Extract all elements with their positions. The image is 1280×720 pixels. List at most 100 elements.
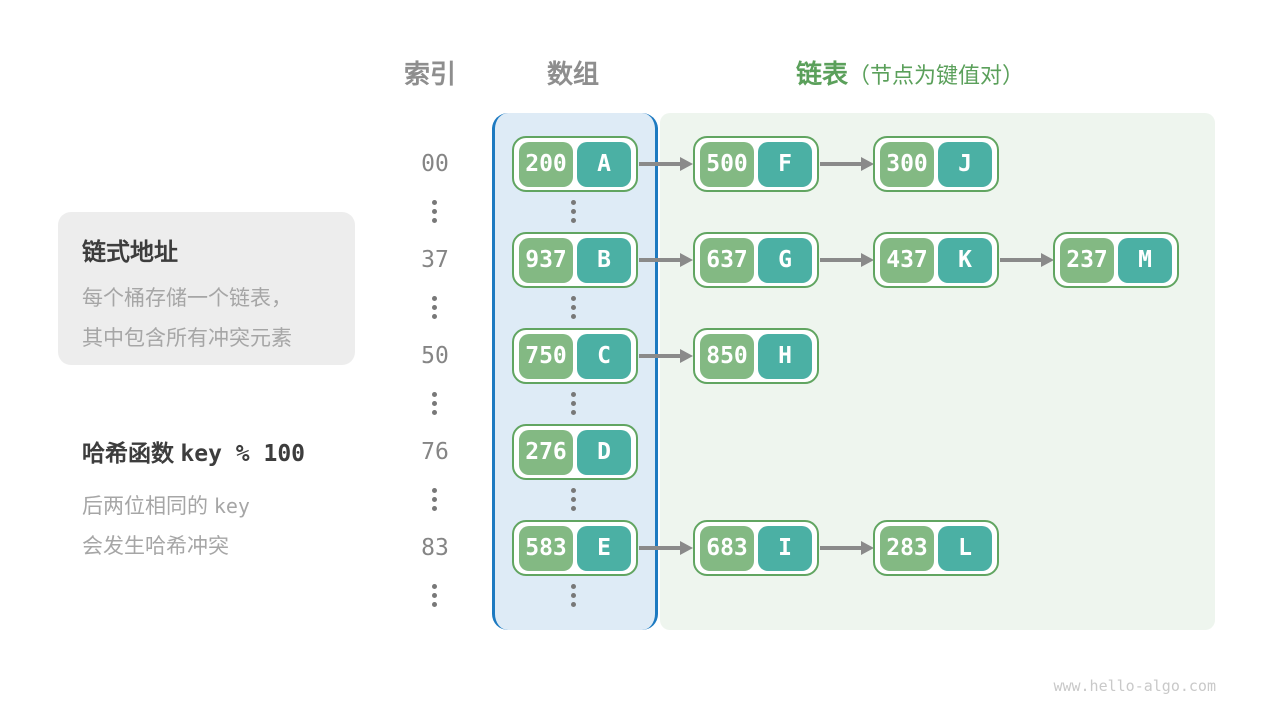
watermark: www.hello-algo.com xyxy=(1053,677,1216,695)
ellipsis-dots xyxy=(571,584,576,607)
index-label: 37 xyxy=(421,247,449,273)
value-cell: F xyxy=(758,141,812,187)
column-header-linked-list: 链表（节点为键值对） xyxy=(796,54,1024,91)
linked-list-note: （节点为键值对） xyxy=(848,63,1025,88)
index-label: 76 xyxy=(421,439,449,465)
arrow-icon xyxy=(639,253,693,267)
ellipsis-dot xyxy=(432,209,437,214)
column-header-array: 数组 xyxy=(547,59,600,89)
ellipsis-dots xyxy=(432,392,437,415)
ellipsis-dot xyxy=(432,488,437,493)
value-cell: K xyxy=(938,237,992,283)
ellipsis-dot xyxy=(432,392,437,397)
hash-function-note: 哈希函数 key % 100 后两位相同的 key 会发生哈希冲突 xyxy=(82,434,305,567)
ellipsis-dot xyxy=(571,314,576,319)
ellipsis-dot xyxy=(571,497,576,502)
arrow-icon xyxy=(639,157,693,171)
key-cell: 637 xyxy=(700,237,754,283)
ellipsis-dot xyxy=(571,209,576,214)
hash-function-label: 哈希函数 xyxy=(82,440,174,466)
key-cell: 437 xyxy=(880,237,934,283)
ellipsis-dot xyxy=(571,305,576,310)
value-cell: M xyxy=(1118,237,1172,283)
ellipsis-dot xyxy=(571,200,576,205)
value-cell: D xyxy=(577,429,631,475)
index-label: 83 xyxy=(421,535,449,561)
arrow-icon xyxy=(820,541,874,555)
value-cell: G xyxy=(758,237,812,283)
value-cell: H xyxy=(758,333,812,379)
ellipsis-dot xyxy=(571,593,576,598)
hash-note-text: 后两位相同的 xyxy=(82,495,208,518)
arrow-icon xyxy=(639,541,693,555)
ellipsis-dots xyxy=(571,200,576,223)
value-cell: E xyxy=(577,525,631,571)
chaining-card-line: 其中包含所有冲突元素 xyxy=(82,327,292,350)
ellipsis-dots xyxy=(571,488,576,511)
ellipsis-dot xyxy=(432,584,437,589)
chaining-card-title: 链式地址 xyxy=(82,239,178,266)
ellipsis-dot xyxy=(571,218,576,223)
value-cell: L xyxy=(938,525,992,571)
column-header-index: 索引 xyxy=(404,59,457,89)
ellipsis-dot xyxy=(571,584,576,589)
ellipsis-dots xyxy=(432,488,437,511)
ellipsis-dots xyxy=(432,296,437,319)
key-cell: 500 xyxy=(700,141,754,187)
ellipsis-dot xyxy=(432,593,437,598)
ellipsis-dot xyxy=(432,296,437,301)
ellipsis-dot xyxy=(571,401,576,406)
hash-note-line: 后两位相同的 key xyxy=(82,486,305,527)
chaining-annotation-card: 链式地址 每个桶存储一个链表， 其中包含所有冲突元素 xyxy=(58,212,355,365)
index-label: 50 xyxy=(421,343,449,369)
key-cell: 583 xyxy=(519,525,573,571)
ellipsis-dot xyxy=(571,392,576,397)
hash-note-key-code: key xyxy=(213,494,250,518)
ellipsis-dot xyxy=(432,497,437,502)
ellipsis-dots xyxy=(432,584,437,607)
key-cell: 683 xyxy=(700,525,754,571)
ellipsis-dot xyxy=(571,488,576,493)
key-cell: 237 xyxy=(1060,237,1114,283)
hash-function-title: 哈希函数 key % 100 xyxy=(82,434,305,468)
arrow-icon xyxy=(639,349,693,363)
chaining-card-line: 每个桶存储一个链表， xyxy=(82,287,292,310)
ellipsis-dots xyxy=(432,200,437,223)
value-cell: B xyxy=(577,237,631,283)
ellipsis-dot xyxy=(571,602,576,607)
key-cell: 300 xyxy=(880,141,934,187)
key-cell: 850 xyxy=(700,333,754,379)
hash-function-formula: key % 100 xyxy=(180,441,306,467)
ellipsis-dot xyxy=(432,200,437,205)
key-cell: 276 xyxy=(519,429,573,475)
index-label: 00 xyxy=(421,151,449,177)
ellipsis-dot xyxy=(432,401,437,406)
value-cell: I xyxy=(758,525,812,571)
ellipsis-dot xyxy=(432,410,437,415)
hash-note-line: 会发生哈希冲突 xyxy=(82,535,229,558)
arrow-icon xyxy=(820,253,874,267)
ellipsis-dot xyxy=(571,296,576,301)
ellipsis-dots xyxy=(571,296,576,319)
value-cell: A xyxy=(577,141,631,187)
ellipsis-dot xyxy=(432,506,437,511)
ellipsis-dot xyxy=(432,602,437,607)
value-cell: J xyxy=(938,141,992,187)
ellipsis-dot xyxy=(571,506,576,511)
key-cell: 200 xyxy=(519,141,573,187)
ellipsis-dot xyxy=(432,218,437,223)
key-cell: 750 xyxy=(519,333,573,379)
key-cell: 937 xyxy=(519,237,573,283)
